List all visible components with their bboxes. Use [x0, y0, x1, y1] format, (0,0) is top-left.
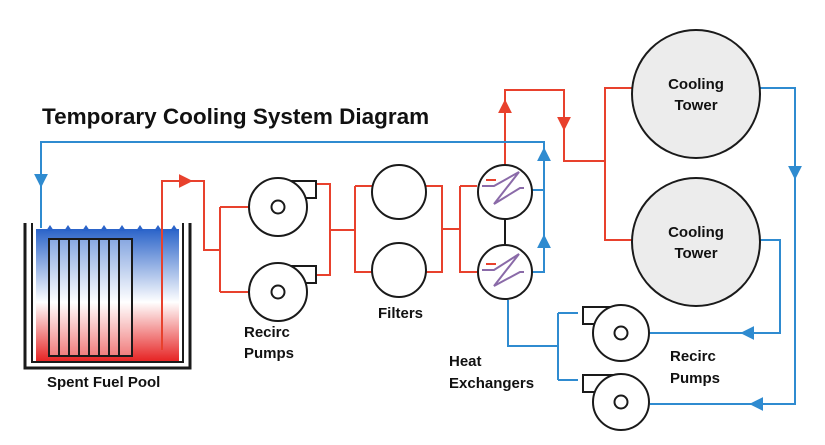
hx-label-2: Exchangers [449, 375, 534, 392]
cooling-tower-bottom-label-2: Tower [674, 245, 717, 262]
cooling-tower-bottom [631, 177, 761, 307]
spent-fuel-pool [23, 223, 192, 370]
recirc-pumps-left-label-1: Recirc [244, 324, 290, 341]
heat-exchanger-a [477, 164, 533, 220]
hx-split-line [459, 186, 477, 273]
cooling-tower-top-label-2: Tower [674, 97, 717, 114]
hx-secondary-supply [507, 300, 558, 347]
filters-label: Filters [378, 305, 423, 322]
tower-supply-line [504, 87, 635, 165]
diagram-title: Temporary Cooling System Diagram [42, 104, 429, 129]
recirc-pumps-right-label-1: Recirc [670, 348, 716, 365]
tower-b-return [650, 239, 781, 334]
filter-outlet-line [426, 185, 443, 273]
pump-discharge-line [316, 183, 331, 276]
recirc-pump-d [582, 373, 650, 431]
filter-split-line [354, 186, 372, 273]
recirc-pump-b [248, 262, 317, 322]
recirc-pump-a [248, 177, 317, 237]
pool-outlet-line [161, 180, 220, 350]
cold-piping [34, 87, 802, 411]
fuel-rack [48, 238, 133, 357]
pool-label: Spent Fuel Pool [47, 374, 160, 391]
recirc-pumps-right-label-2: Pumps [670, 370, 720, 387]
recirc-pumps-left-label-2: Pumps [244, 345, 294, 362]
cooling-tower-top [631, 29, 761, 159]
tower-a-return [650, 87, 796, 405]
tower-b-supply [604, 161, 635, 241]
pool-wall [23, 223, 192, 370]
hx-label-1: Heat [449, 353, 482, 370]
filter-a [371, 164, 427, 220]
filter-b [371, 242, 427, 298]
filters [371, 164, 427, 298]
cooling-tower-bottom-label-1: Cooling [668, 224, 724, 241]
recirc-pump-c [582, 304, 650, 362]
heat-exchanger-b [477, 244, 533, 300]
hot-piping [161, 87, 635, 350]
water-surface-drops [46, 225, 178, 231]
pool-liner [31, 223, 184, 363]
cooling-tower-top-label-1: Cooling [668, 76, 724, 93]
